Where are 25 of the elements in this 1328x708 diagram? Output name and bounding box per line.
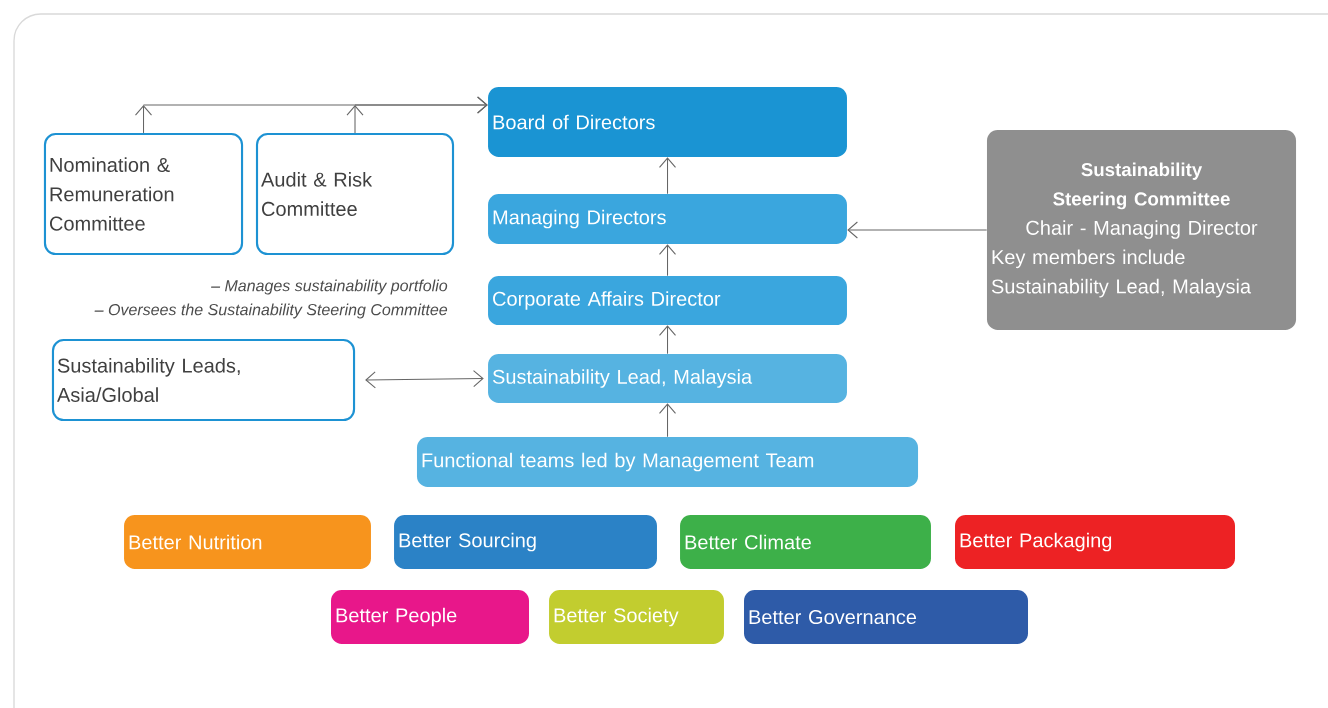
pillar-box: Better Society	[549, 590, 724, 644]
leads-box: Sustainability Leads, Asia/Global	[51, 338, 356, 422]
teams-box: Functional teams led by Management Team	[417, 437, 919, 487]
pillar-box: Better Climate	[680, 515, 931, 569]
board-box: Board of Directors	[488, 87, 847, 157]
pillar-box: Better People	[331, 590, 529, 644]
arrow	[365, 370, 484, 389]
arrow	[658, 244, 677, 277]
role-box: Corporate Affairs Director	[488, 275, 847, 326]
arrow	[346, 96, 488, 134]
role-box: Sustainability Lead, Malaysia	[488, 354, 847, 404]
arrow	[658, 325, 677, 355]
committee-box: Audit & Risk Committee	[255, 132, 455, 256]
pillar-box: Better Packaging	[955, 515, 1235, 569]
arrow	[847, 221, 988, 239]
arrow	[658, 157, 677, 195]
committee-box: Sustainability Steering Committee Chair - Managing Director Key members include Sustainability Lead, Malaysia	[987, 130, 1297, 330]
pillar-box: Better Sourcing	[394, 515, 657, 569]
note-text: – Manages sustainability portfolio	[211, 279, 448, 295]
arrow	[658, 403, 677, 438]
note-text: – Oversees the Sustainability Steering Committee	[94, 303, 448, 319]
committee-box: Nomination & Remuneration Committee	[43, 132, 244, 256]
pillar-box: Better Governance	[744, 590, 1028, 644]
pillar-box: Better Nutrition	[124, 515, 371, 569]
role-box: Managing Directors	[488, 194, 847, 244]
